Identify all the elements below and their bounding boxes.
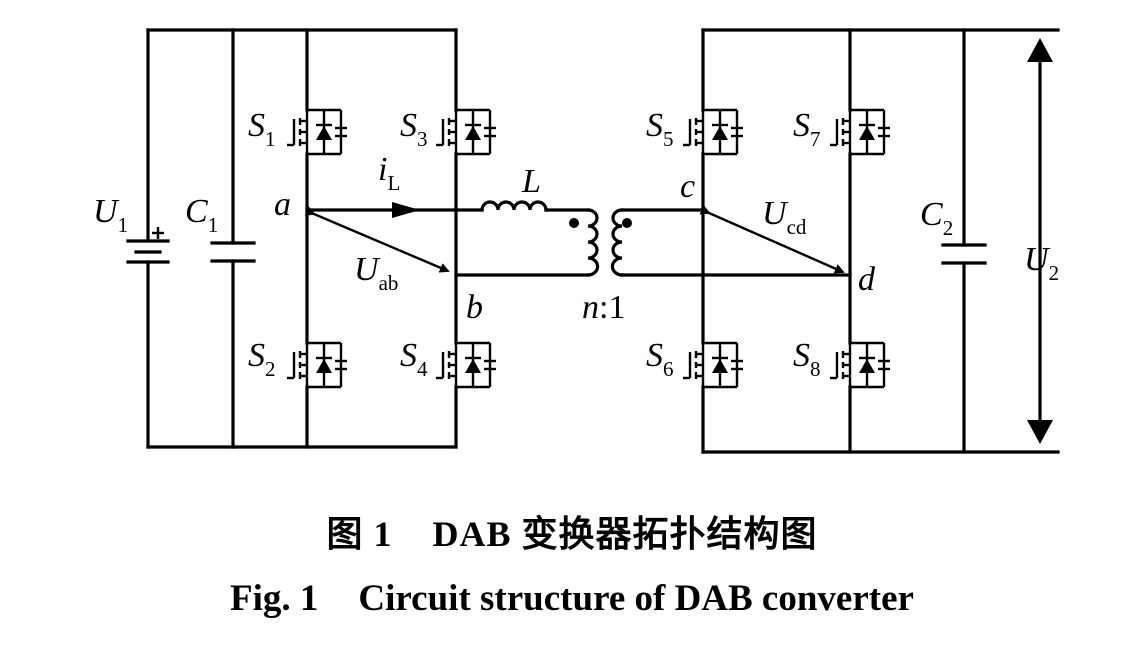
dc-source-u1 (126, 227, 170, 264)
transformer-secondary (610, 208, 624, 277)
label-s1: S1 (248, 107, 276, 151)
label-s6: S6 (646, 337, 674, 381)
switch-s1 (285, 108, 349, 156)
switch-s6 (681, 341, 745, 389)
caption-en-figure-number: Fig. 1 (230, 578, 319, 619)
label-s5: S5 (646, 107, 674, 151)
figure-caption-chinese: 图 1 DAB 变换器拓扑结构图 (0, 505, 1144, 557)
caption-zh-title: DAB 变换器拓扑结构图 (432, 514, 818, 554)
figure-caption-english: Fig. 1 Circuit structure of DAB converter (0, 577, 1144, 620)
switch-s7 (828, 108, 892, 156)
u2-arrow-top (1027, 38, 1053, 62)
label-c1: C1 (185, 193, 218, 237)
current-arrow-il (392, 202, 420, 218)
secondary-dot (622, 218, 632, 228)
label-u2: U2 (1024, 241, 1059, 285)
switch-s8 (828, 341, 892, 389)
label-uab: Uab (354, 251, 398, 295)
caption-en-title: Circuit structure of DAB converter (358, 578, 914, 619)
label-s3: S3 (400, 107, 428, 151)
capacitor-c1 (210, 241, 256, 263)
label-inductor-l: L (521, 163, 541, 200)
transformer-primary (586, 208, 600, 277)
label-s2: S2 (248, 337, 276, 381)
label-s7: S7 (793, 107, 821, 151)
label-s4: S4 (400, 337, 428, 381)
switch-s2 (285, 341, 349, 389)
label-u1: U1 (93, 193, 128, 237)
u2-arrow-bottom (1027, 420, 1053, 444)
label-turns-ratio: n:1 (582, 289, 625, 326)
caption-zh-figure-number: 图 1 (326, 514, 393, 554)
node-label-c: c (680, 168, 695, 205)
inductor-l (480, 200, 548, 212)
capacitor-c2 (941, 243, 987, 265)
node-label-d: d (858, 261, 876, 298)
label-s8: S8 (793, 337, 821, 381)
node-label-b: b (466, 289, 483, 326)
primary-dot (569, 218, 579, 228)
label-il: iL (378, 151, 400, 195)
node-label-a: a (274, 186, 291, 223)
switch-s3 (434, 108, 498, 156)
voltage-arrow-ucd (699, 205, 845, 274)
label-ucd: Ucd (762, 195, 807, 239)
switch-s5 (681, 108, 745, 156)
voltage-arrow-uab (304, 206, 450, 273)
label-c2: C2 (920, 196, 953, 240)
switch-s4 (434, 341, 498, 389)
